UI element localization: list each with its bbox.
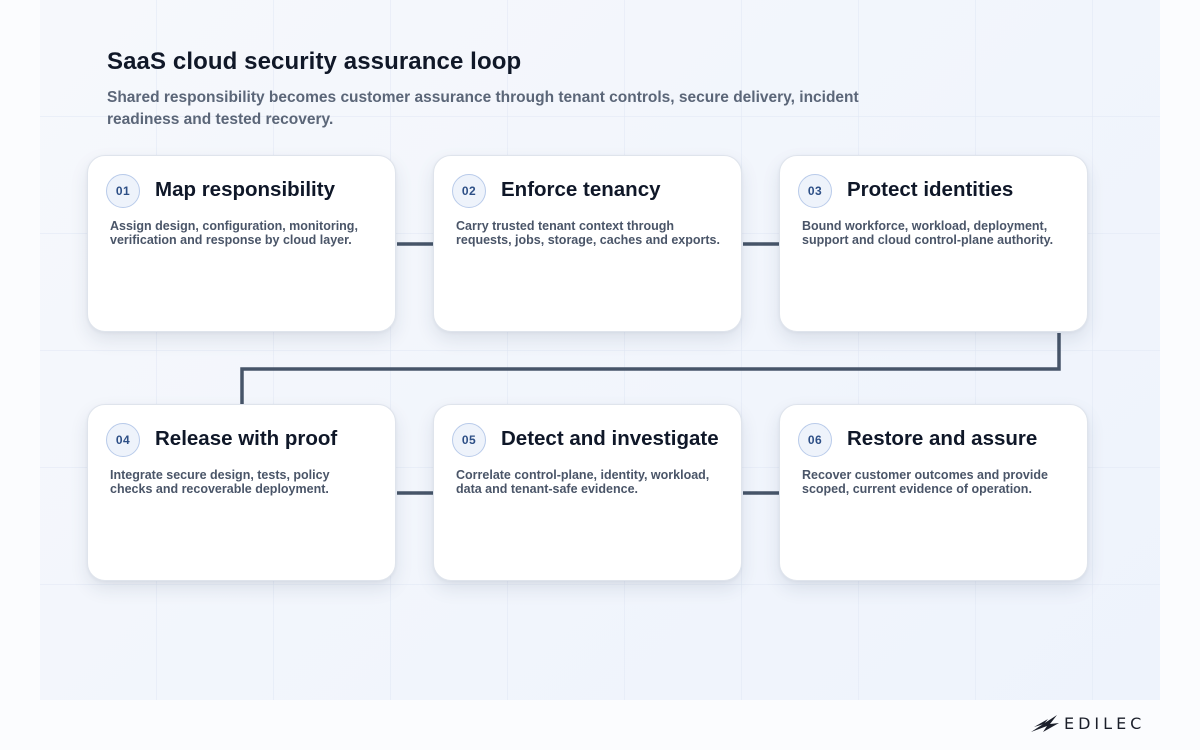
step-card-protect-identities: 03 Protect identities Bound workforce, w… bbox=[779, 155, 1088, 332]
step-description: Integrate secure design, tests, policy c… bbox=[110, 468, 330, 496]
step-title: Detect and investigate bbox=[501, 427, 719, 450]
diagram-background bbox=[40, 0, 1160, 700]
step-number-badge: 06 bbox=[798, 423, 832, 457]
step-description: Carry trusted tenant context through req… bbox=[456, 219, 720, 247]
step-title: Protect identities bbox=[847, 178, 1014, 201]
step-description: Bound workforce, workload, deployment, s… bbox=[802, 219, 1054, 247]
connector-03-04 bbox=[240, 333, 1061, 405]
step-description: Correlate control-plane, identity, workl… bbox=[456, 468, 710, 496]
edilec-wing-logo-icon bbox=[1031, 715, 1059, 732]
step-title: Restore and assure bbox=[847, 427, 1038, 450]
brand-logo: EDILEC bbox=[1030, 711, 1145, 735]
step-title: Release with proof bbox=[155, 427, 338, 450]
step-number-badge: 04 bbox=[106, 423, 140, 457]
step-card-release-with-proof: 04 Release with proof Integrate secure d… bbox=[87, 404, 396, 581]
step-description: Recover customer outcomes and provide sc… bbox=[802, 468, 1048, 496]
step-card-enforce-tenancy: 02 Enforce tenancy Carry trusted tenant … bbox=[433, 155, 742, 332]
step-title: Enforce tenancy bbox=[501, 178, 661, 201]
step-number-badge: 05 bbox=[452, 423, 486, 457]
step-number-badge: 01 bbox=[106, 174, 140, 208]
step-title: Map responsibility bbox=[155, 178, 335, 201]
step-number-badge: 02 bbox=[452, 174, 486, 208]
step-number-badge: 03 bbox=[798, 174, 832, 208]
step-card-map-responsibility: 01 Map responsibility Assign design, con… bbox=[87, 155, 396, 332]
step-card-restore-and-assure: 06 Restore and assure Recover customer o… bbox=[779, 404, 1088, 581]
step-card-detect-and-investigate: 05 Detect and investigate Correlate cont… bbox=[433, 404, 742, 581]
page-title: SaaS cloud security assurance loop bbox=[107, 48, 522, 75]
step-description: Assign design, configuration, monitoring… bbox=[110, 219, 358, 247]
page-subtitle: Shared responsibility becomes customer a… bbox=[107, 89, 859, 128]
brand-name: EDILEC bbox=[1064, 713, 1146, 733]
